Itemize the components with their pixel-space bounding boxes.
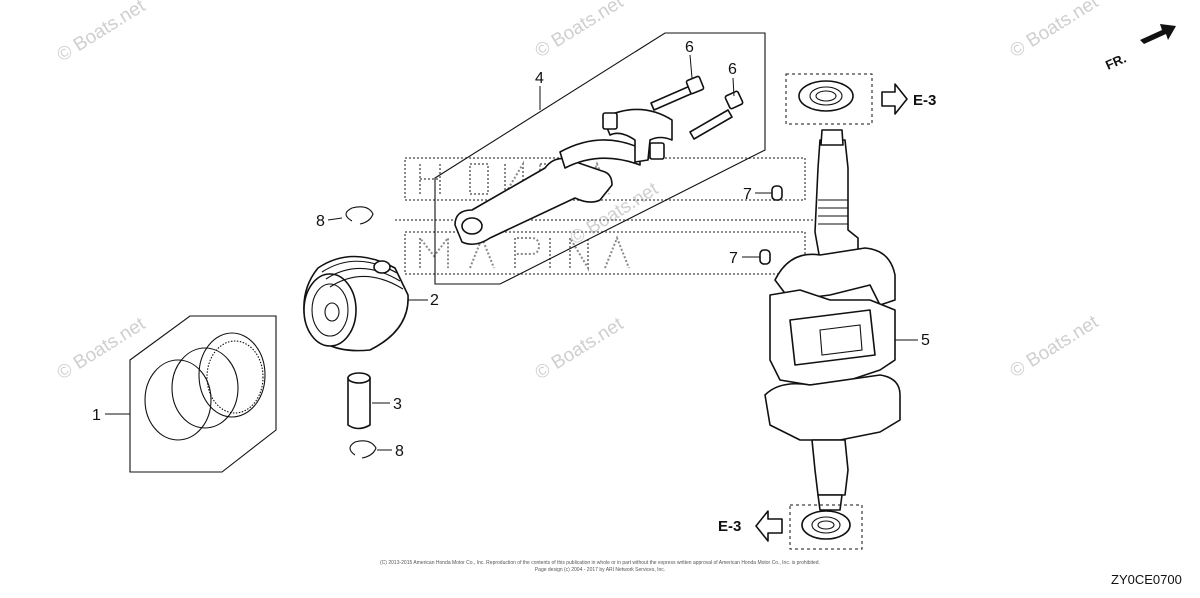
- piston-icon[interactable]: [303, 255, 409, 352]
- bolt-icon[interactable]: [650, 75, 705, 111]
- connecting-rod-frame: [434, 32, 766, 285]
- copyright-line: (C) 2013-2015 American Honda Motor Co., …: [380, 560, 820, 566]
- front-direction-label: FR.: [1103, 51, 1128, 73]
- reference-label: E-3: [718, 518, 741, 535]
- dowel-pin-icon[interactable]: [759, 249, 771, 265]
- callout-piston: 2: [430, 292, 439, 309]
- arrow-icon: [755, 510, 783, 542]
- bolt-icon[interactable]: [689, 90, 744, 140]
- arrow-icon: [1140, 24, 1176, 44]
- piston-ring-set-icon[interactable]: [144, 332, 266, 441]
- dowel-pin-icon[interactable]: [771, 185, 783, 201]
- oil-seal-frame-top: [785, 73, 873, 125]
- arrow-icon: [881, 83, 908, 115]
- callout-crankshaft: 5: [921, 332, 930, 349]
- callout-dowel-pin: 7: [729, 250, 738, 267]
- watermark: © Boats.net: [532, 313, 628, 384]
- watermark: © Boats.net: [532, 0, 628, 62]
- callout-clip: 8: [395, 443, 404, 460]
- callout-connecting-rod: 4: [535, 70, 544, 87]
- diagram-code: ZY0CE0700: [1111, 572, 1182, 587]
- leader-lines: [105, 54, 918, 451]
- oil-seal-icon[interactable]: [798, 80, 854, 112]
- reference-label: E-3: [913, 92, 936, 109]
- watermark: © Boats.net: [1007, 311, 1103, 382]
- piston-pin-icon[interactable]: [347, 372, 371, 430]
- callout-piston-ring-set: 1: [92, 407, 101, 424]
- callout-dowel-pin: 7: [743, 186, 752, 203]
- watermark: © Boats.net: [1007, 0, 1103, 62]
- watermark: © Boats.net: [54, 0, 150, 66]
- callout-piston-pin: 3: [393, 396, 402, 413]
- clip-icon[interactable]: [345, 206, 374, 225]
- connecting-rod-icon[interactable]: [454, 108, 673, 246]
- oil-seal-frame-bottom: [789, 504, 863, 550]
- copyright-line: Page design (c) 2004 - 2017 by ARI Netwo…: [535, 567, 665, 573]
- callout-bolt: 6: [685, 39, 694, 56]
- crankshaft-icon[interactable]: [764, 129, 901, 511]
- clip-icon[interactable]: [349, 440, 377, 459]
- oil-seal-icon[interactable]: [801, 510, 851, 540]
- piston-ring-frame: [129, 315, 277, 473]
- callout-bolt: 6: [728, 61, 737, 78]
- callout-clip: 8: [316, 213, 325, 230]
- watermark: © Boats.net: [54, 313, 150, 384]
